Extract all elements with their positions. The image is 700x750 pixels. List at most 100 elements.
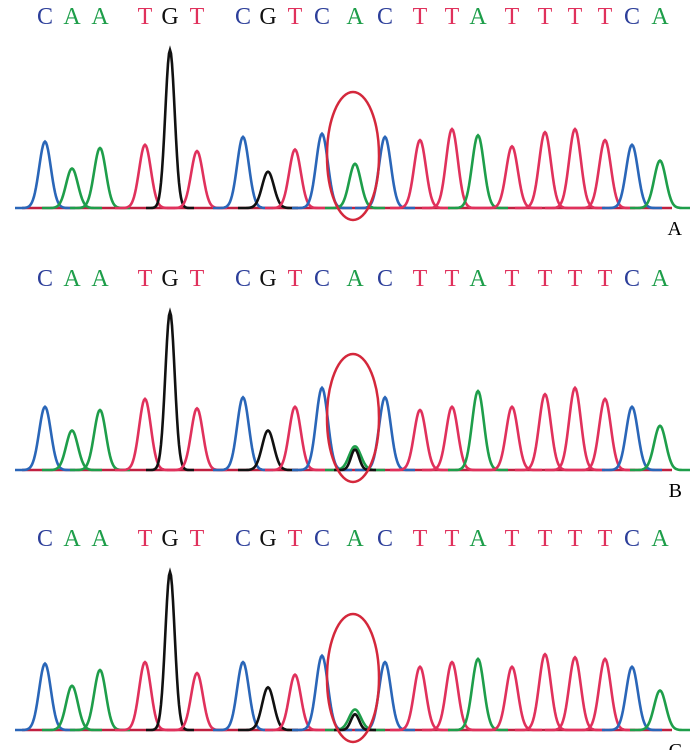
base-call-T: T	[189, 266, 205, 292]
base-call-G: G	[161, 4, 179, 30]
base-call-C: C	[623, 4, 641, 30]
peak-A	[70, 146, 130, 210]
base-call-T: T	[504, 4, 520, 30]
base-call-T: T	[597, 4, 613, 30]
peak-T	[115, 397, 175, 472]
peak-T	[515, 130, 575, 210]
base-call-T: T	[537, 4, 553, 30]
base-call-T: T	[444, 526, 460, 552]
base-call-A: A	[63, 4, 81, 30]
base-call-G: G	[161, 266, 179, 292]
peak-T	[575, 138, 635, 210]
peak-G	[146, 45, 194, 210]
base-call-T: T	[137, 4, 153, 30]
peak-T	[422, 405, 482, 472]
base-call-T: T	[597, 266, 613, 292]
peak-G	[238, 685, 298, 732]
base-call-A: A	[651, 266, 669, 292]
base-call-C: C	[36, 266, 54, 292]
panel-label: B	[668, 480, 682, 502]
base-call-T: T	[444, 266, 460, 292]
base-call-C: C	[623, 266, 641, 292]
peak-A	[630, 424, 690, 472]
peak-T	[545, 127, 605, 210]
highlight-circle	[325, 352, 381, 484]
base-call-C: C	[36, 526, 54, 552]
base-call-T: T	[567, 4, 583, 30]
peak-G	[238, 170, 298, 210]
peak-C	[292, 131, 352, 210]
base-call-C: C	[376, 266, 394, 292]
base-call-T: T	[567, 526, 583, 552]
base-call-T: T	[597, 526, 613, 552]
base-call-C: C	[234, 4, 252, 30]
base-call-C: C	[234, 266, 252, 292]
base-call-T: T	[537, 266, 553, 292]
base-call-T: T	[412, 266, 428, 292]
peak-T	[515, 652, 575, 732]
peak-T	[575, 397, 635, 472]
peak-T	[390, 408, 450, 472]
base-call-A: A	[469, 4, 487, 30]
trace-plot	[15, 45, 690, 222]
peak-C	[15, 139, 75, 210]
peak-T	[265, 405, 325, 472]
peak-A	[630, 688, 690, 732]
base-call-C: C	[313, 526, 331, 552]
peak-T	[482, 144, 542, 210]
base-call-T: T	[537, 526, 553, 552]
peak-T	[390, 138, 450, 210]
panel-label: C	[669, 740, 682, 750]
base-call-T: T	[444, 4, 460, 30]
peak-T	[422, 127, 482, 210]
base-call-T: T	[189, 526, 205, 552]
peak-G	[146, 307, 194, 472]
peak-A	[448, 657, 508, 732]
peak-C	[602, 405, 662, 472]
peak-A	[448, 389, 508, 472]
peak-A	[70, 668, 130, 732]
base-call-C: C	[376, 526, 394, 552]
base-call-G: G	[259, 526, 277, 552]
base-call-G: G	[259, 4, 277, 30]
peak-T	[115, 660, 175, 732]
peak-T	[545, 655, 605, 732]
peak-C	[355, 660, 415, 732]
base-call-A: A	[91, 4, 109, 30]
peak-T	[390, 665, 450, 732]
peak-G	[146, 567, 194, 732]
peak-A	[630, 159, 690, 210]
base-call-C: C	[623, 526, 641, 552]
peak-A	[70, 408, 130, 472]
peak-C	[602, 665, 662, 732]
peak-T	[422, 660, 482, 732]
base-call-A: A	[63, 526, 81, 552]
peak-T	[545, 385, 605, 472]
peak-C	[15, 661, 75, 732]
base-call-T: T	[287, 526, 303, 552]
highlight-circle	[325, 90, 381, 222]
trace-plot	[15, 567, 690, 744]
peak-T	[482, 405, 542, 472]
base-call-A: A	[91, 526, 109, 552]
base-call-C: C	[234, 526, 252, 552]
peak-C	[213, 395, 273, 472]
base-call-T: T	[287, 4, 303, 30]
base-call-T: T	[567, 266, 583, 292]
base-call-C: C	[36, 4, 54, 30]
peak-T	[265, 147, 325, 210]
base-call-A: A	[346, 526, 364, 552]
base-call-A: A	[63, 266, 81, 292]
base-call-T: T	[412, 4, 428, 30]
panel-c: CAATGTCGTCACTTATTTTCAC	[0, 522, 700, 750]
peak-T	[482, 665, 542, 732]
base-call-G: G	[161, 526, 179, 552]
peak-G	[238, 428, 298, 472]
base-call-T: T	[504, 266, 520, 292]
peak-C	[355, 135, 415, 210]
peak-A	[42, 166, 102, 210]
